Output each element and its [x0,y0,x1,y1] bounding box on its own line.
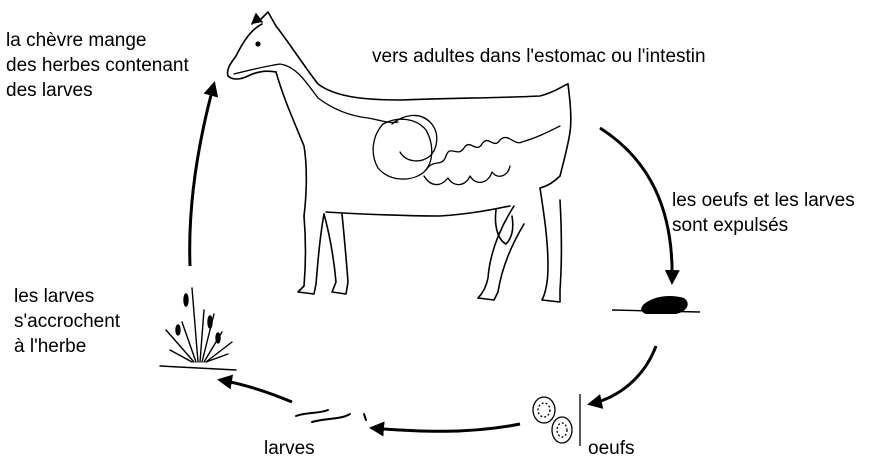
larvae-illustration [296,410,366,422]
label-goat-eats-line-3: des larves [6,78,189,103]
label-cling-line-3: à l'herbe [14,334,120,359]
label-expelled-line-2: sont expulsés [672,213,855,238]
arrow-eggs-to-larvae [372,424,520,431]
label-goat-eats-line-1: la chèvre mange [6,28,189,53]
cycle-arrows [190,84,672,431]
label-cling-line-2: s'accrochent [14,309,120,334]
label-larvae: larves [264,436,315,461]
grass-illustration [160,288,236,370]
arrow-grass-to-goat [190,84,214,266]
label-goat-eats-line-2: des herbes contenant [6,53,189,78]
label-adult-worms: vers adultes dans l'estomac ou l'intesti… [372,44,706,69]
arrow-dung-to-eggs [590,346,656,404]
label-expelled-line-1: les oeufs et les larves [672,188,855,213]
label-cling: les larves s'accrochent à l'herbe [14,284,120,359]
arrow-goat-to-dung [600,128,672,282]
label-goat-eats: la chèvre mange des herbes contenant des… [6,28,189,103]
label-eggs: oeufs [588,436,634,461]
arrow-larvae-to-grass [220,380,292,402]
label-expelled: les oeufs et les larves sont expulsés [672,188,855,238]
label-cling-line-1: les larves [14,284,120,309]
eggs-illustration [533,394,580,446]
expelled-dung [612,296,700,314]
